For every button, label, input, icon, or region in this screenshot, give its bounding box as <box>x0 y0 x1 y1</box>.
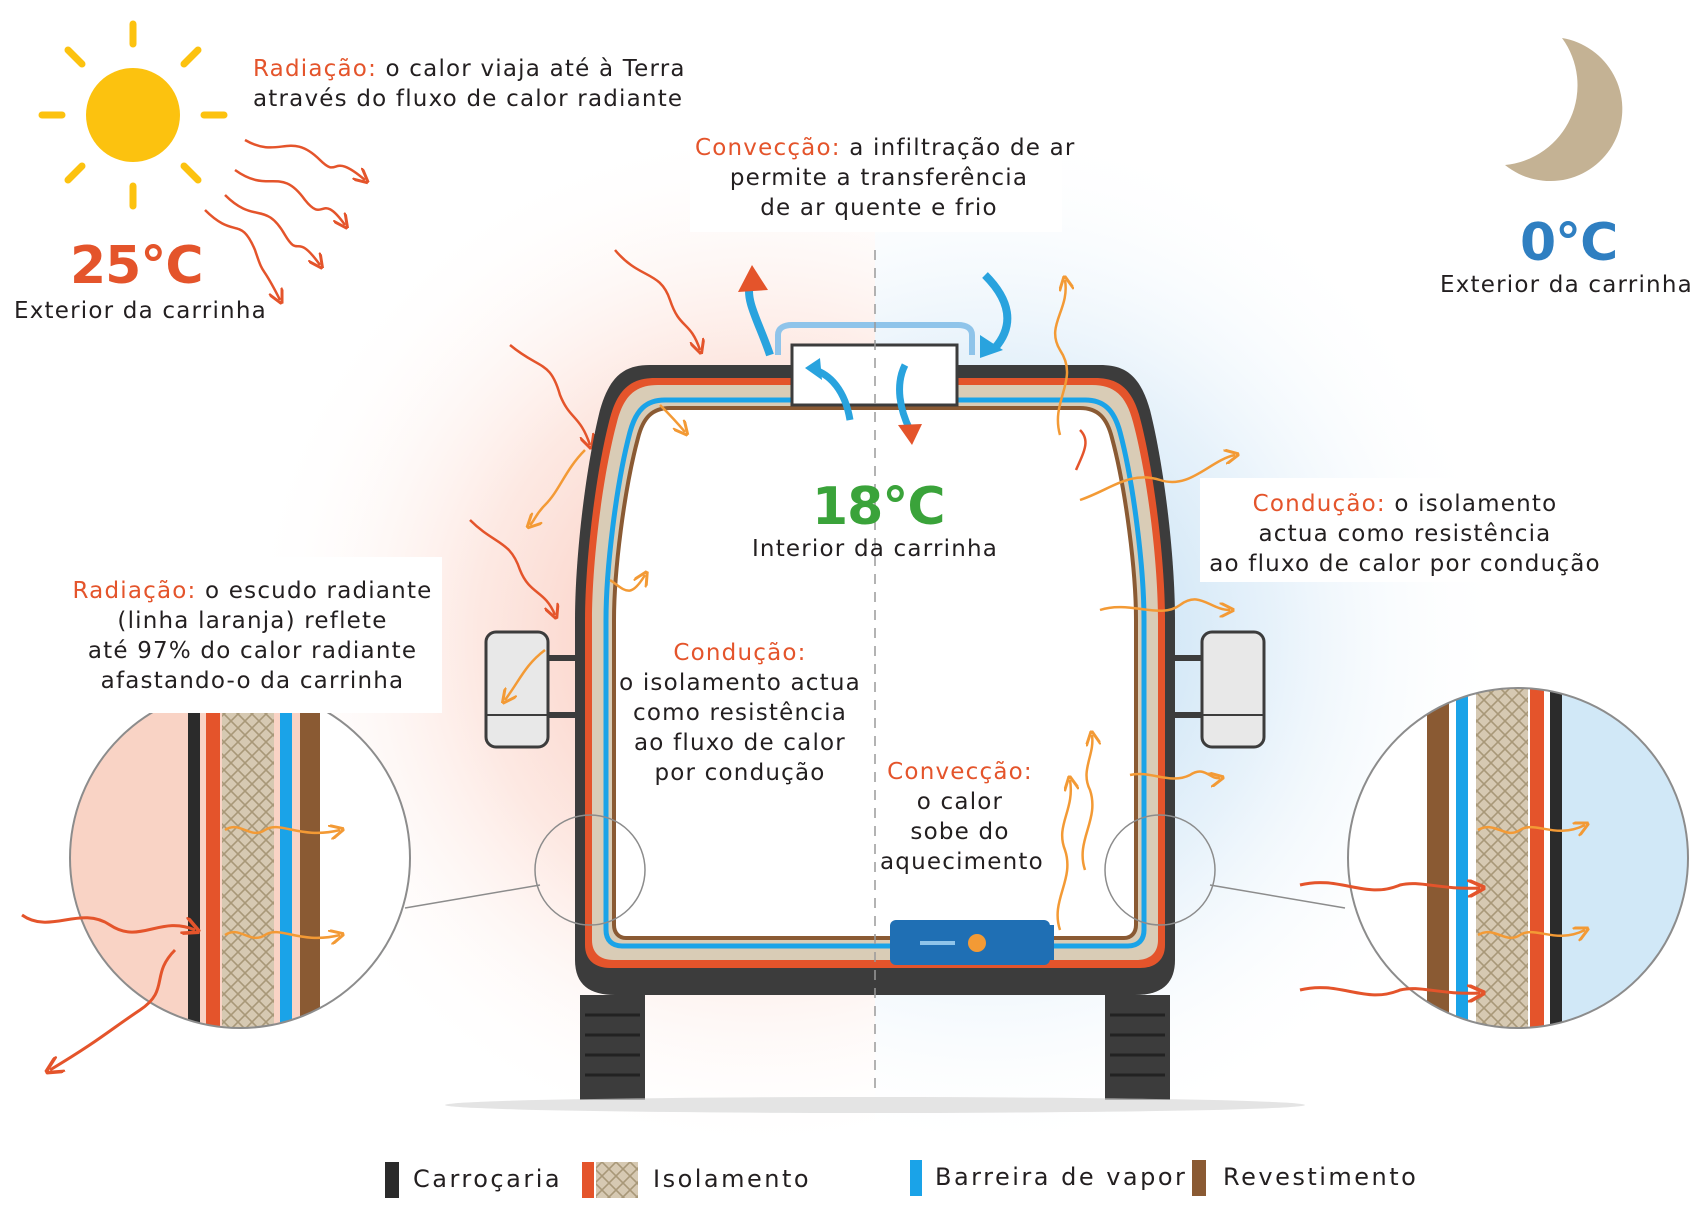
heater-icon <box>890 920 1054 965</box>
legend-swatch-barreira <box>910 1160 922 1196</box>
legend-swatches <box>385 1160 1206 1198</box>
conduction-interior-note: Condução: o isolamento actua como resist… <box>619 640 861 786</box>
van-cross-section <box>445 250 1305 1113</box>
wall-detail-left <box>21 687 411 1070</box>
heat-loss-arrows <box>505 280 1235 931</box>
side-mirror-right <box>1174 630 1266 749</box>
exterior-temperature-warm: 25°C <box>70 236 204 296</box>
exterior-label-warm: Exterior da carrinha <box>14 298 267 324</box>
legend-swatch-isolamento <box>582 1162 638 1198</box>
interior-temperature: 18°C <box>812 477 946 537</box>
exterior-temperature-cold: 0°C <box>1520 213 1618 273</box>
legend-label-carrocaria: Carroçaria <box>413 1165 563 1193</box>
legend-label-revestimento: Revestimento <box>1223 1163 1419 1191</box>
legend-swatch-revestimento <box>1192 1160 1206 1196</box>
moon-icon <box>1505 38 1623 182</box>
legend-swatch-carrocaria <box>385 1162 399 1198</box>
radiation-top-note: Radiação: o calor viaja até à Terra atra… <box>253 56 686 112</box>
interior-label: Interior da carrinha <box>751 536 999 562</box>
sun-icon <box>38 20 228 210</box>
convection-interior-note: Convecção: o calor sobe do aquecimento <box>880 759 1044 875</box>
radiation-side-note: Radiação: o escudo radiante (linha laran… <box>72 578 433 694</box>
top-label-box <box>690 130 1062 232</box>
convection-top-note: Convecção: a infiltração de ar permite a… <box>695 135 1076 221</box>
wall-detail-right <box>1299 687 1689 1029</box>
legend-label-barreira: Barreira de vapor <box>935 1163 1188 1191</box>
legend-label-isolamento: Isolamento <box>653 1165 812 1193</box>
conduction-right-note: Condução: o isolamento actua como resist… <box>1209 491 1601 577</box>
left-label-box <box>62 557 442 713</box>
zoom-connectors <box>404 814 1346 926</box>
solar-radiation-rays <box>204 138 700 615</box>
convection-arrows <box>738 265 1012 445</box>
exterior-label-cold: Exterior da carrinha <box>1440 272 1693 298</box>
right-label-box <box>1200 478 1610 582</box>
